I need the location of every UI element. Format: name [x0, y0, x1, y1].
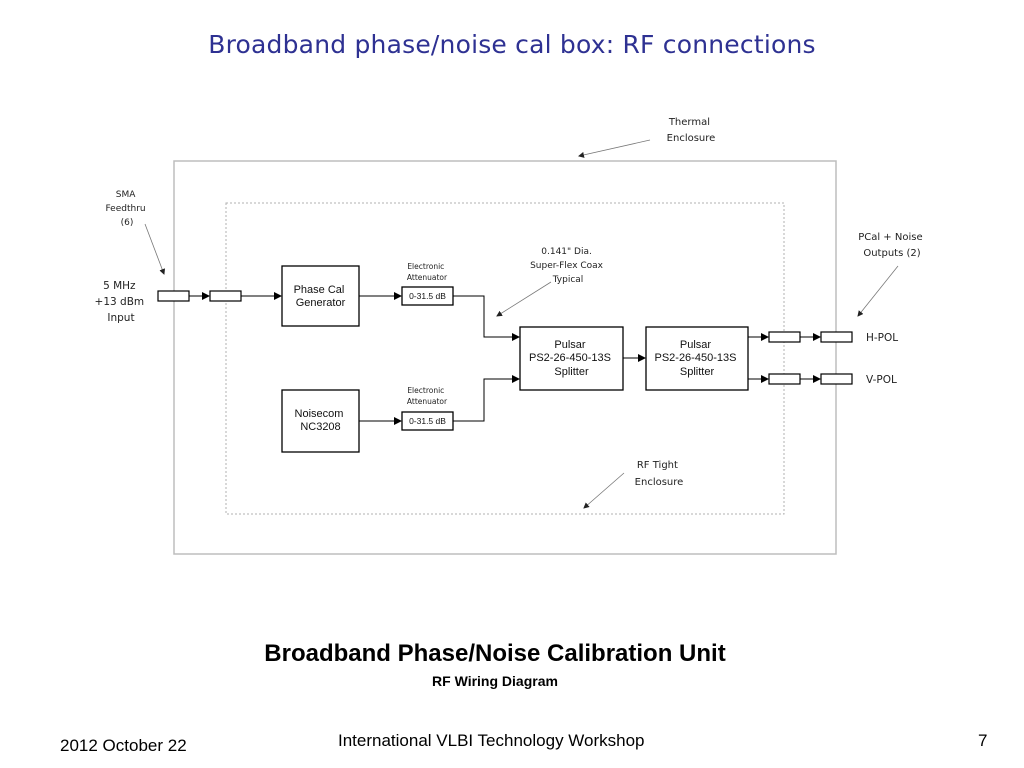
wire-atten2-to-splitter1	[453, 375, 520, 422]
input-label: 5 MHz +13 dBm Input	[95, 280, 148, 324]
splitter-2-label: Pulsar PS2-26-450-13S Splitter	[654, 339, 739, 378]
rf-tight-enclosure-pointer	[583, 472, 625, 509]
v-pol-label: V-POL	[866, 374, 897, 386]
diagram-caption-subtitle: RF Wiring Diagram	[432, 673, 558, 689]
hpol-feedthru-outer	[820, 331, 853, 343]
thermal-enclosure-label: Thermal Enclosure	[667, 117, 716, 144]
sma-feedthru-pointer	[144, 223, 166, 275]
splitter-1-block	[519, 326, 624, 391]
sma-feedthru-label: SMA Feedthru (6)	[106, 190, 149, 228]
input-feedthru-outer	[157, 290, 190, 302]
thermal-enclosure-pointer	[578, 139, 651, 158]
attenuator-1-caption: Electronic Attenuator	[407, 262, 448, 282]
pcal-outputs-label: PCal + Noise Outputs (2)	[858, 232, 926, 259]
coax-label: 0.141" Dia. Super-Flex Coax Typical	[530, 247, 606, 285]
vpol-feedthru-outer	[820, 373, 853, 385]
splitter-1-label: Pulsar PS2-26-450-13S Splitter	[529, 339, 614, 378]
phase-cal-generator-block	[281, 265, 360, 327]
attenuator-2-caption: Electronic Attenuator	[407, 386, 448, 406]
diagram-caption-title: Broadband Phase/Noise Calibration Unit	[264, 640, 726, 667]
pcal-outputs-pointer	[857, 265, 899, 317]
footer-conference: International VLBI Technology Workshop	[338, 731, 645, 750]
coax-pointer	[496, 281, 552, 317]
input-feedthru-inner	[209, 290, 242, 302]
wire-atten1-to-splitter1	[453, 295, 520, 341]
splitter-2-block	[645, 326, 749, 391]
attenuator-2-range: 0-31.5 dB	[409, 416, 446, 426]
rf-tight-enclosure	[225, 202, 785, 515]
vpol-feedthru-inner	[768, 373, 801, 385]
phase-cal-generator-label: Phase Cal Generator	[294, 284, 348, 309]
attenuator-1-range: 0-31.5 dB	[409, 291, 446, 301]
h-pol-label: H-POL	[866, 332, 898, 344]
footer-date: 2012 October 22	[60, 736, 187, 755]
slide-title: Broadband phase/noise cal box: RF connec…	[208, 30, 816, 59]
hpol-feedthru-inner	[768, 331, 801, 343]
noisecom-label: Noisecom NC3208	[295, 408, 347, 433]
rf-tight-enclosure-label: RF Tight Enclosure	[635, 460, 684, 488]
footer-page-number: 7	[978, 731, 988, 750]
thermal-enclosure	[173, 160, 837, 555]
